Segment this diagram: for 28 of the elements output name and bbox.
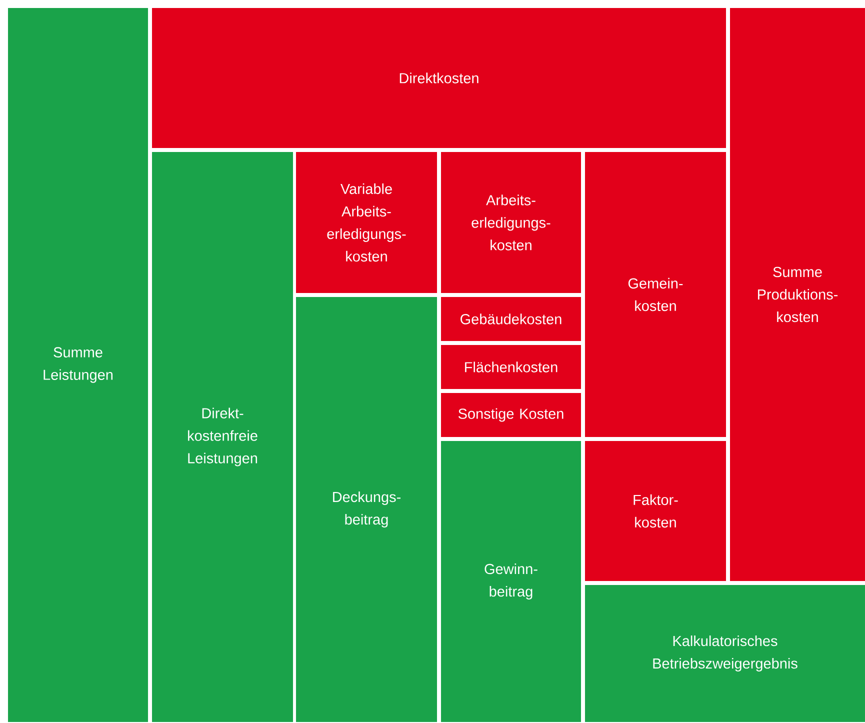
node-label: Summe Produktions- kosten [758, 266, 838, 322]
cost-box [585, 441, 726, 581]
cost-box [441, 152, 581, 293]
revenue-box [296, 297, 437, 722]
cost-box [296, 152, 437, 293]
cost-box [441, 345, 581, 389]
node-label: Deckungs- beitrag [333, 491, 401, 528]
node-label: Gebäudekosten [460, 314, 562, 324]
node-label: Flächenkosten [465, 362, 558, 372]
node-label: Sonstige Kosten [458, 408, 564, 422]
node-label: Faktor- kosten [634, 494, 678, 528]
revenue-box [585, 585, 865, 722]
node-label: Gemein- kosten [628, 278, 683, 312]
node-label: Direktkosten [400, 72, 478, 84]
cost-box [152, 8, 726, 148]
revenue-box [152, 152, 293, 722]
cost-box [730, 8, 865, 581]
node-label: Arbeits- erledigungs- kosten [472, 194, 550, 250]
node-label: Summe Leistungen [44, 347, 113, 383]
cost-box [585, 152, 726, 437]
revenue-box [441, 441, 581, 722]
cost-box [441, 297, 581, 341]
node-label: Kalkulatorisches Betriebszweigergebnis [653, 635, 798, 672]
node-label: Gewinn- beitrag [484, 563, 538, 600]
cost-box [441, 393, 581, 437]
node-label: Variable Arbeits- erledigungs- kosten [327, 183, 406, 262]
node-label: Direkt- kostenfreie Leistungen [188, 408, 258, 466]
revenue-box [8, 8, 148, 722]
